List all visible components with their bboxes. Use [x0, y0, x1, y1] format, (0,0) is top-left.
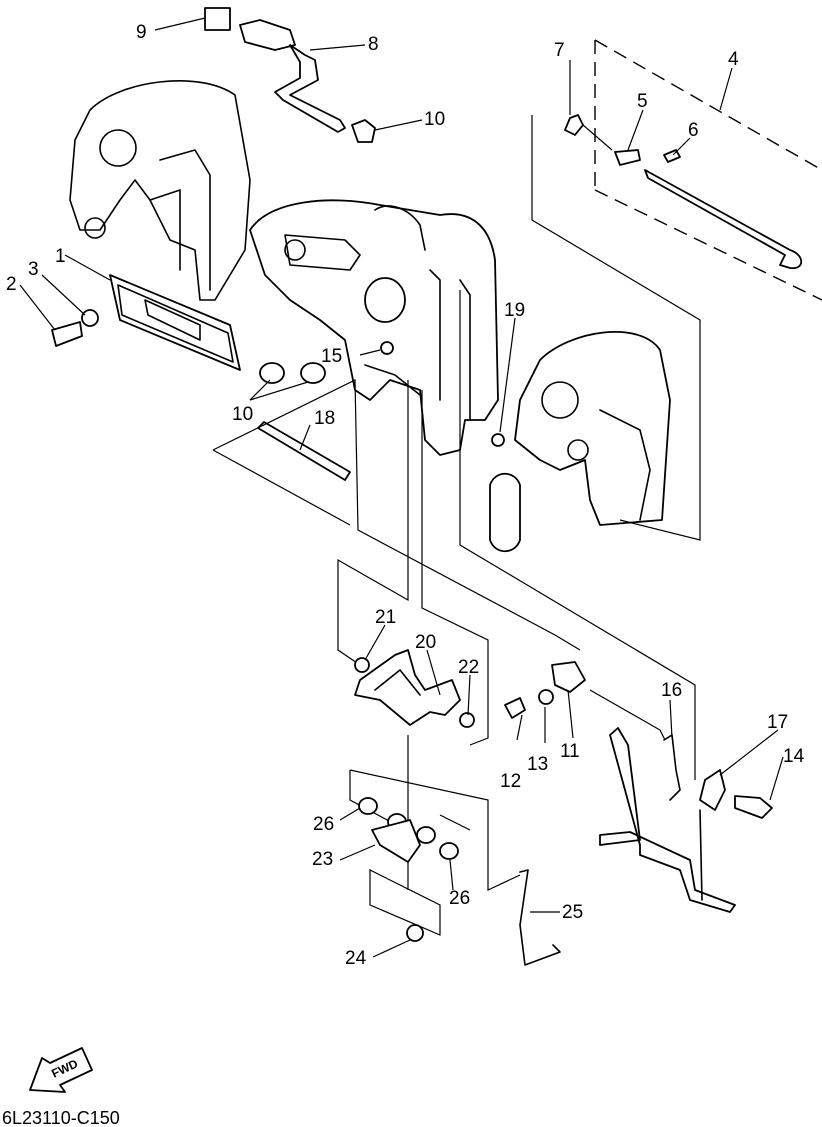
- bushings-and-pin: [257, 341, 505, 481]
- callout-9: 9: [136, 22, 147, 43]
- callout-22: 22: [458, 657, 479, 678]
- swivel-bracket: [249, 199, 499, 456]
- callout-leaders: [19, 17, 784, 958]
- callout-numbers: 9 8 10 7 5 6 4 1 3 2 10 18 15 19 21 20 2…: [6, 22, 805, 969]
- anode-plate: [51, 274, 241, 371]
- callout-20: 20: [415, 632, 436, 653]
- callout-26-right: 26: [449, 888, 470, 909]
- callout-7: 7: [554, 40, 565, 61]
- callout-3: 3: [28, 259, 39, 280]
- callout-25: 25: [562, 902, 583, 923]
- lower-linkage: [354, 649, 561, 966]
- callout-21: 21: [375, 607, 396, 628]
- callout-6: 6: [688, 120, 699, 141]
- callout-13: 13: [527, 754, 548, 775]
- left-clamp-bracket: [69, 80, 251, 301]
- callout-15: 15: [321, 346, 342, 367]
- callout-12: 12: [500, 771, 521, 792]
- fwd-arrow: FWD: [29, 1047, 93, 1093]
- callout-16: 16: [661, 680, 682, 701]
- callout-10-top: 10: [424, 109, 445, 130]
- callout-4: 4: [728, 49, 739, 70]
- tilt-lock-lever: [204, 7, 376, 143]
- callout-8: 8: [368, 34, 379, 55]
- right-clamp-bracket: [489, 331, 671, 553]
- callout-19: 19: [504, 300, 525, 321]
- diagram-code: 6L23110-C150: [2, 1108, 120, 1127]
- callout-17: 17: [767, 712, 788, 733]
- callout-5: 5: [637, 91, 648, 112]
- tilt-rod-group: [531, 39, 822, 541]
- callout-11: 11: [560, 741, 580, 762]
- callout-1: 1: [55, 246, 66, 267]
- tilt-support-lever: [504, 661, 773, 913]
- callout-10-bottom: 10: [232, 404, 253, 425]
- callout-2: 2: [6, 274, 17, 295]
- callout-23: 23: [312, 849, 333, 870]
- callout-24: 24: [345, 948, 367, 969]
- callout-14: 14: [783, 746, 805, 767]
- callout-18: 18: [314, 408, 335, 429]
- callout-26-left: 26: [313, 814, 334, 835]
